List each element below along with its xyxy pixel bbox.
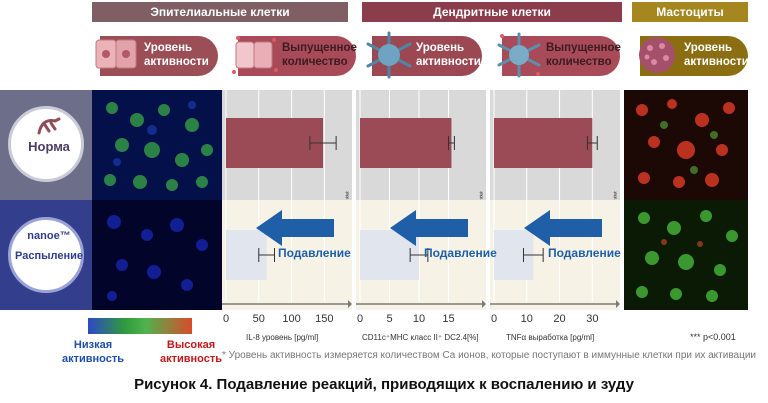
epithelial-release-icon bbox=[232, 36, 278, 74]
tick-label: 20 bbox=[553, 313, 566, 325]
suppression-arrow-icon bbox=[524, 210, 602, 246]
error-bar bbox=[309, 136, 337, 150]
tick-label: 5 bbox=[386, 313, 393, 325]
pill-line-2: активности bbox=[144, 56, 209, 68]
pill-line-2: количество bbox=[546, 56, 612, 68]
tick-label: 15 bbox=[442, 313, 455, 325]
legend-high-line-2: активность bbox=[160, 353, 223, 365]
chart-panel-cd11c bbox=[356, 90, 486, 310]
header-epithelial-cells: Эпителиальные клетки bbox=[92, 2, 348, 22]
tick-label: 100 bbox=[282, 313, 301, 325]
pill-line-1: Уровень bbox=[416, 42, 465, 54]
tick-label: 50 bbox=[252, 313, 265, 325]
pill-line-2: активности bbox=[684, 56, 749, 68]
hand-icon bbox=[37, 117, 61, 135]
row-label-spray: Распыление bbox=[15, 250, 83, 262]
pill-line-1: Выпущенное bbox=[546, 42, 621, 54]
pill-mast-activity-level: Уровень активности bbox=[639, 36, 749, 76]
significance-tnf: *** bbox=[612, 192, 622, 200]
suppression-label-il8: Подавление bbox=[278, 246, 351, 260]
error-bar bbox=[448, 136, 455, 150]
pill-line-1: Выпущенное bbox=[282, 42, 357, 54]
microscopy-epithelial-normal bbox=[92, 90, 222, 200]
microscopy-mast-nanoe bbox=[624, 200, 748, 310]
legend-low-activity: Низкая активность bbox=[62, 338, 124, 366]
tick-label: 0 bbox=[356, 313, 364, 325]
chart-panel-il8 bbox=[222, 90, 352, 310]
tick-label: 30 bbox=[586, 313, 599, 325]
bar-normal bbox=[360, 118, 452, 168]
error-bar bbox=[586, 136, 598, 150]
legend-high-line-1: Высокая bbox=[166, 339, 216, 351]
axis-arrow-icon bbox=[482, 300, 486, 308]
suppression-label-cd11c: Подавление bbox=[424, 246, 497, 260]
activity-color-scale bbox=[88, 318, 192, 334]
header-dendritic-cells: Дендритные клетки bbox=[362, 2, 622, 22]
mast-cell-icon bbox=[639, 37, 675, 73]
dendritic-release-icon bbox=[497, 32, 541, 78]
p-value-note: *** p<0.001 bbox=[690, 332, 736, 342]
pill-line-1: Уровень bbox=[144, 42, 193, 54]
row-label-normal: Норма bbox=[28, 139, 70, 154]
microscopy-mast-normal bbox=[624, 90, 748, 200]
suppression-arrow-icon bbox=[390, 210, 468, 246]
legend-high-activity: Высокая активность bbox=[160, 338, 222, 366]
error-bar bbox=[409, 248, 429, 262]
header-mast-cells: Мастоциты bbox=[632, 2, 748, 22]
pill-den-activity-level: Уровень активности bbox=[366, 31, 482, 79]
badge-normal: Норма bbox=[8, 106, 84, 182]
error-bar bbox=[258, 248, 276, 262]
axis-label-tnf: TNFα выработка [pg/ml] bbox=[506, 333, 595, 342]
significance-il8: *** bbox=[344, 192, 354, 200]
suppression-arrow-icon bbox=[256, 210, 334, 246]
axis-arrow-icon bbox=[348, 300, 352, 308]
figure-caption: Рисунок 4. Подавление реакций, приводящи… bbox=[134, 376, 634, 393]
badge-nanoe: nanoe™ Распыление bbox=[8, 217, 84, 293]
error-bar bbox=[523, 248, 544, 262]
microscopy-epithelial-nanoe bbox=[92, 200, 222, 310]
axis-label-cd11c: CD11c⁺MHC класс II⁺ DC2.4[%] bbox=[362, 333, 479, 342]
row-label-nanoe: nanoe™ bbox=[27, 230, 71, 242]
dendritic-cell-icon bbox=[366, 31, 412, 79]
footnote: * Уровень активность измеряется количест… bbox=[222, 350, 756, 361]
tick-label: 10 bbox=[412, 313, 426, 325]
chart-panel-tnf bbox=[490, 90, 620, 310]
epithelial-cell-icon bbox=[95, 39, 137, 69]
legend-low-line-2: активность bbox=[62, 353, 125, 365]
pill-epi-released: Выпущенное количество bbox=[232, 36, 357, 76]
axis-arrow-icon bbox=[616, 300, 620, 308]
tick-label: 10 bbox=[520, 313, 533, 325]
pill-line-2: активности bbox=[416, 56, 481, 68]
bar-normal bbox=[494, 118, 593, 168]
significance-cd11c: *** bbox=[478, 192, 488, 200]
suppression-label-tnf: Подавление bbox=[548, 246, 621, 260]
pill-den-released: Выпущенное количество bbox=[497, 32, 621, 78]
tick-label: 0 bbox=[490, 313, 498, 325]
axis-label-il8: IL-8 уровень [pg/ml] bbox=[246, 333, 319, 342]
pill-epi-activity-level: Уровень активности bbox=[95, 36, 218, 76]
chart-il8 bbox=[222, 90, 352, 308]
chart-tnf bbox=[490, 90, 620, 308]
pill-line-1: Уровень bbox=[684, 42, 733, 54]
tick-label: 0 bbox=[222, 313, 230, 325]
chart-cd11c bbox=[356, 90, 486, 308]
tick-label: 150 bbox=[315, 313, 334, 325]
pill-line-2: количество bbox=[282, 56, 348, 68]
legend-low-line-1: Низкая bbox=[73, 339, 113, 351]
bar-normal bbox=[226, 118, 324, 168]
